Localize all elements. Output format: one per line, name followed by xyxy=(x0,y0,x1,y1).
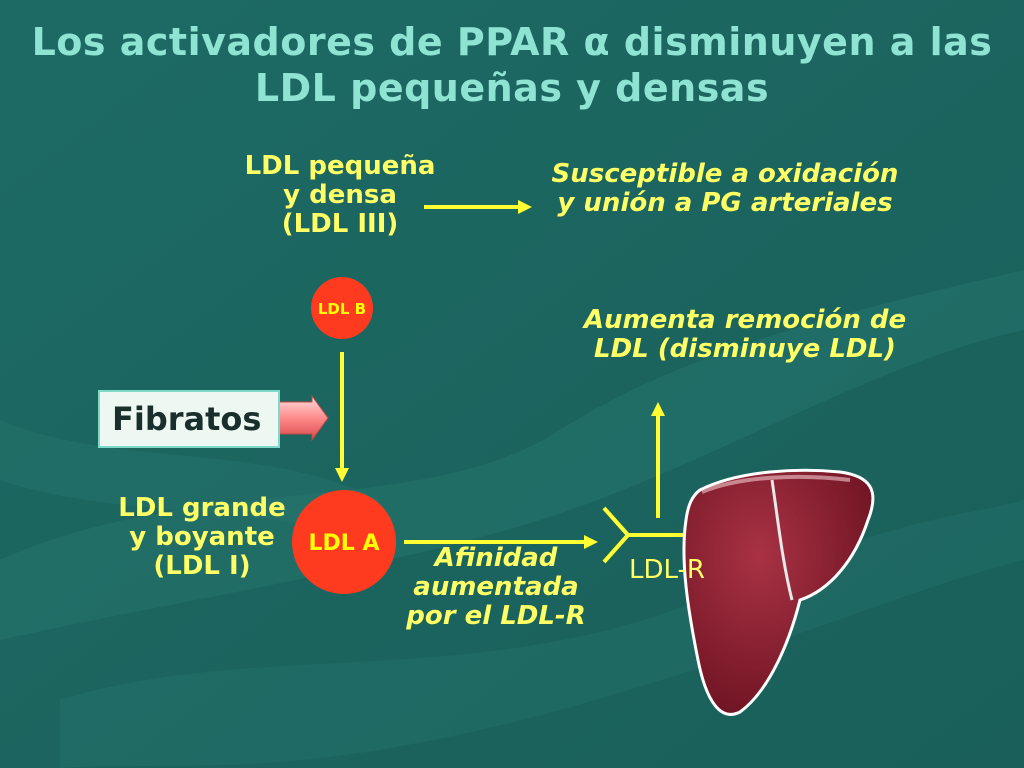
ldl-receptor-icon xyxy=(602,506,690,564)
slide-title: Los activadores de PPAR α disminuyen a l… xyxy=(0,20,1024,111)
fibratos-box: Fibratos xyxy=(98,390,280,448)
ldl-receptor-label: LDL-R xyxy=(629,555,705,585)
ldl-a-label: LDL A xyxy=(308,531,380,556)
oxidation-label: Susceptible a oxidación y unión a PG art… xyxy=(551,159,899,219)
arrow-ldla-to-receptor xyxy=(404,535,598,549)
title-line-2: LDL pequeñas y densas xyxy=(254,65,770,110)
arrow-to-removal xyxy=(651,402,665,518)
liver-icon xyxy=(682,468,875,716)
ldl-a-circle xyxy=(292,490,396,594)
title-line-1: Los activadores de PPAR α disminuyen a l… xyxy=(31,20,993,64)
fibratos-label: Fibratos xyxy=(112,400,262,438)
arrow-to-oxidation xyxy=(424,200,532,214)
ldl-small-dense-label: LDL pequeña y densa (LDL III) xyxy=(244,151,436,240)
removal-label: Aumenta remoción de LDL (disminuye LDL) xyxy=(583,305,907,365)
arrow-ldlb-to-ldla xyxy=(335,352,349,482)
ldl-large-buoyant-label: LDL grande y boyante (LDL I) xyxy=(118,493,286,582)
ldl-b-circle xyxy=(311,277,373,339)
affinity-label: Afinidad aumentada por el LDL-R xyxy=(406,543,586,632)
ldl-b-label: LDL B xyxy=(317,300,367,318)
